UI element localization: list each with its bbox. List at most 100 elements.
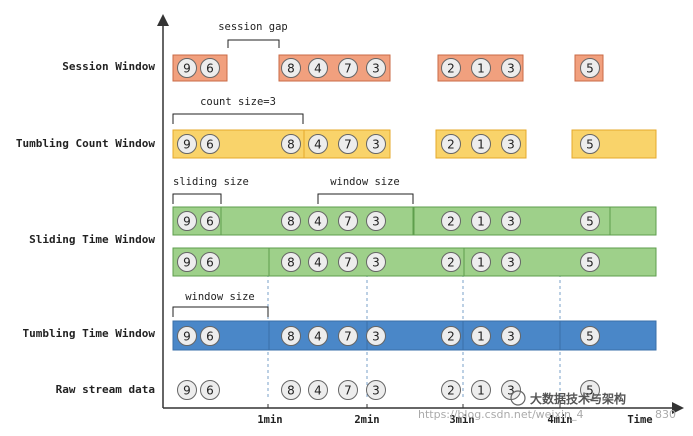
- event-value-label: 2: [447, 215, 455, 229]
- event-value-label: 9: [183, 215, 191, 229]
- event-value-label: 7: [344, 330, 352, 344]
- event-value-label: 8: [287, 384, 295, 398]
- event-value-label: 1: [477, 256, 485, 270]
- event-circle-shape: [471, 211, 491, 231]
- event-value-label: 1: [477, 215, 485, 229]
- event-circle-shape: [281, 211, 301, 231]
- time-axis-label: Time: [627, 414, 652, 426]
- event-circle-shape: [281, 380, 301, 400]
- event-circle-shape: [580, 211, 600, 231]
- event-circle-shape: [471, 134, 491, 154]
- event-value-label: 3: [507, 138, 515, 152]
- event-circle-sliding-upper: 6: [200, 211, 220, 231]
- tick-labels: 1min 2min 3min 4min Time: [257, 414, 652, 426]
- event-circle-shape: [281, 252, 301, 272]
- event-circle-shape: [441, 58, 461, 78]
- event-circle-shape: [308, 134, 328, 154]
- event-value-label: 2: [447, 384, 455, 398]
- event-circle-shape: [308, 326, 328, 346]
- event-circle-sliding-lower: 1: [471, 252, 491, 272]
- event-circle-shape: [200, 134, 220, 154]
- event-circle-shape: [366, 380, 386, 400]
- axes: [157, 14, 684, 414]
- event-circle-shape: [580, 380, 600, 400]
- event-circle-sliding-upper: 7: [338, 211, 358, 231]
- event-value-label: 4: [314, 256, 322, 270]
- event-circle-shape: [308, 58, 328, 78]
- event-circle-raw: 1: [471, 380, 491, 400]
- event-circle-shape: [177, 326, 197, 346]
- row-label-tumbling-count-window: Tumbling Count Window: [16, 137, 155, 150]
- sliding-size-label: sliding size: [173, 176, 249, 188]
- annotation-session-gap: session gap: [218, 21, 288, 48]
- event-circle-shape: [580, 58, 600, 78]
- event-circle-sliding-lower: 3: [366, 252, 386, 272]
- event-circle-shape: [200, 58, 220, 78]
- annotation-sliding-size: sliding size: [172, 176, 249, 204]
- event-circle-raw: 3: [501, 380, 521, 400]
- event-circle-shape: [501, 58, 521, 78]
- tumbling-time-window-5: [559, 320, 657, 351]
- watermark-url: https://blog.csdn.net/weixin_4: [418, 408, 584, 421]
- event-value-label: 8: [287, 138, 295, 152]
- sliding-window-b3: [463, 247, 657, 277]
- event-value-label: 1: [477, 384, 485, 398]
- event-circle-shape: [200, 252, 220, 272]
- event-value-label: 7: [344, 215, 352, 229]
- event-circle-shape: [366, 58, 386, 78]
- event-circle-shape: [338, 380, 358, 400]
- event-value-label: 6: [206, 215, 214, 229]
- event-circle-sliding-upper: 3: [501, 211, 521, 231]
- tick-label-1min: 1min: [257, 414, 282, 426]
- event-value-label: 8: [287, 256, 295, 270]
- event-circle-tumbling-time: 2: [441, 326, 461, 346]
- event-circle-raw: 2: [441, 380, 461, 400]
- session-gap-label: session gap: [218, 21, 288, 33]
- event-value-label: 6: [206, 384, 214, 398]
- event-circle-sliding-upper: 4: [308, 211, 328, 231]
- event-value-label: 4: [314, 215, 322, 229]
- event-circle-shape: [200, 380, 220, 400]
- event-circle-shape: [366, 252, 386, 272]
- event-value-label: 2: [447, 62, 455, 76]
- event-value-label: 6: [206, 138, 214, 152]
- sliding-window-a4: [609, 206, 657, 236]
- tick-label-3min: 3min: [449, 414, 474, 426]
- event-value-label: 1: [477, 330, 485, 344]
- event-value-label: 5: [586, 330, 594, 344]
- event-value-label: 3: [372, 256, 380, 270]
- event-value-label: 9: [183, 330, 191, 344]
- event-circle-shape: [441, 134, 461, 154]
- event-circle-shape: [281, 134, 301, 154]
- event-circle-tumbling-time: 6: [200, 326, 220, 346]
- event-value-label: 3: [372, 215, 380, 229]
- event-circle-session: 5: [580, 58, 600, 78]
- event-value-label: 5: [586, 138, 594, 152]
- event-value-label: 5: [586, 215, 594, 229]
- event-value-label: 5: [586, 256, 594, 270]
- event-circle-shape: [441, 380, 461, 400]
- event-circle-shape: [471, 380, 491, 400]
- event-value-label: 9: [183, 384, 191, 398]
- annotation-window-size-sliding: window size: [317, 176, 414, 204]
- event-circle-shape: [471, 252, 491, 272]
- event-circle-shape: [177, 380, 197, 400]
- event-value-label: 5: [586, 62, 594, 76]
- event-circle-shape: [501, 134, 521, 154]
- event-circle-tumbling-time: 3: [366, 326, 386, 346]
- event-circle-sliding-lower: 6: [200, 252, 220, 272]
- event-circle-session: 2: [441, 58, 461, 78]
- event-value-label: 3: [507, 215, 515, 229]
- event-circle-shape: [580, 252, 600, 272]
- event-circle-shape: [308, 252, 328, 272]
- event-value-label: 2: [447, 330, 455, 344]
- event-value-label: 7: [344, 256, 352, 270]
- event-circle-session: 3: [501, 58, 521, 78]
- event-circle-sliding-upper: 9: [177, 211, 197, 231]
- annotation-window-size-tumbling: window size: [172, 291, 269, 317]
- event-value-label: 7: [344, 384, 352, 398]
- event-circle-tumbling-time: 5: [580, 326, 600, 346]
